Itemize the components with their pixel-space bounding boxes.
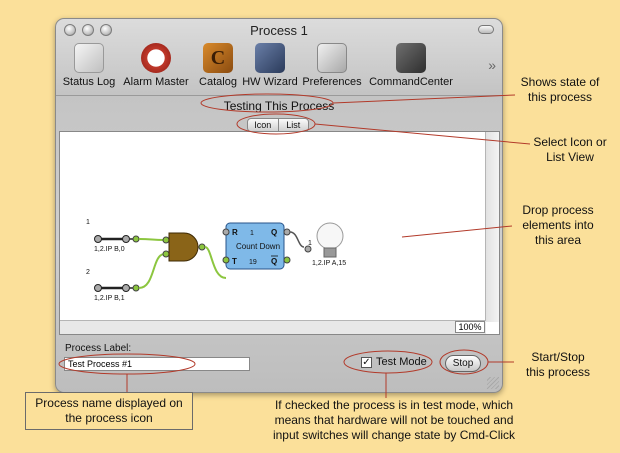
- toolbar-item-label: Preferences: [302, 76, 362, 88]
- toolbar-preferences[interactable]: Preferences: [294, 41, 370, 88]
- input-2-number: 2: [86, 269, 90, 276]
- stop-button[interactable]: Stop: [445, 355, 481, 372]
- counter-value-1: 1: [250, 230, 254, 237]
- resize-grip-icon[interactable]: [487, 377, 499, 389]
- annotation-state-line-1: Shows state of: [520, 75, 600, 89]
- view-callout-ellipse: [236, 113, 316, 135]
- input-2-left-terminal: [94, 284, 102, 292]
- process-window: Process 1 Status Log Alarm Master C Cata…: [55, 18, 503, 393]
- input-1-right-terminal: [122, 235, 130, 243]
- annotation-name-line-2: the process icon: [65, 411, 153, 425]
- horizontal-scrollbar[interactable]: [60, 320, 486, 334]
- annotation-start-line-2: this process: [525, 365, 591, 379]
- hw-wizard-icon: [255, 43, 285, 73]
- counter-qbar-label: Q: [271, 257, 277, 266]
- annotation-start-stop: Start/Stop this process: [508, 350, 608, 380]
- toolbar-catalog[interactable]: C Catalog: [180, 41, 256, 88]
- wire-counter-to-output: [289, 231, 305, 248]
- input-1-number: 1: [86, 219, 90, 226]
- toolbar-divider: [56, 95, 502, 96]
- icon-view-button[interactable]: Icon: [248, 119, 279, 131]
- process-canvas[interactable]: 1 1,2.IP B,0 2 1,2.IP B,1: [59, 131, 500, 335]
- output-number: 1: [308, 240, 312, 247]
- annotation-drop-line-3: this area: [534, 233, 582, 247]
- annotation-drop-line-2: elements into: [522, 218, 594, 232]
- toolbar-overflow-icon[interactable]: »: [488, 57, 496, 73]
- toolbar-item-label: HW Wizard: [242, 76, 298, 88]
- annotation-drop-line-1: Drop process: [522, 203, 594, 217]
- annotation-test-line-3: input switches will change state by Cmd-…: [272, 428, 516, 442]
- checkmark-icon: ✓: [361, 356, 372, 368]
- status-callout-ellipse: [200, 93, 334, 113]
- and-gate[interactable]: [168, 232, 199, 262]
- toolbar-alarm-master[interactable]: Alarm Master: [118, 41, 194, 88]
- preferences-icon: [317, 43, 347, 73]
- toolbar-item-label: Status Log: [62, 76, 116, 88]
- input-2-right-terminal: [122, 284, 130, 292]
- annotation-name-line-1: Process name displayed on: [35, 396, 183, 410]
- list-view-button[interactable]: List: [286, 120, 301, 130]
- toolbar: Status Log Alarm Master C Catalog HW Wiz…: [56, 41, 502, 93]
- annotation-state-line-2: this process: [527, 90, 593, 104]
- catalog-icon: C: [203, 43, 233, 73]
- annotation-view-line-2: List View: [546, 150, 594, 164]
- output-label: 1,2.IP A,15: [312, 260, 346, 267]
- zoom-level[interactable]: 100%: [455, 321, 485, 333]
- command-center-icon: [396, 43, 426, 73]
- counter-value-2: 19: [249, 259, 257, 266]
- annotation-test-mode: If checked the process is in test mode, …: [244, 398, 544, 443]
- annotation-view: Select Icon or List View: [524, 135, 616, 165]
- annotation-name-box: [25, 392, 193, 430]
- alarm-clock-icon: [141, 43, 171, 73]
- toolbar-toggle-button[interactable]: [478, 25, 494, 34]
- process-diagram: 1 1,2.IP B,0 2 1,2.IP B,1: [86, 219, 346, 302]
- window-title: Process 1: [250, 23, 308, 38]
- close-window-button[interactable]: [64, 24, 76, 36]
- wire-input-1: [138, 238, 165, 241]
- test-mode-label: Test Mode: [376, 356, 427, 368]
- counter-reset-label: R: [232, 228, 238, 237]
- status-log-icon: [74, 43, 104, 73]
- toolbar-hw-wizard[interactable]: HW Wizard: [232, 41, 308, 88]
- wire-gate-to-counter: [204, 246, 227, 279]
- toolbar-item-label: CommandCenter: [369, 76, 453, 88]
- process-label-caption: Process Label:: [65, 343, 132, 354]
- input-1-left-terminal: [94, 235, 102, 243]
- annotation-view-line-1: Select Icon or: [533, 135, 607, 149]
- annotation-test-line-1: If checked the process is in test mode, …: [274, 398, 514, 412]
- toolbar-item-label: Catalog: [199, 76, 237, 88]
- zoom-window-button[interactable]: [100, 24, 112, 36]
- toolbar-item-label: Alarm Master: [123, 76, 189, 88]
- stop-callout-ellipse: [439, 349, 489, 375]
- counter-q-label: Q: [271, 228, 277, 237]
- process-state-text: Testing This Process: [223, 99, 335, 113]
- count-down-block[interactable]: [225, 222, 285, 270]
- annotation-name: Process name displayed on the process ic…: [25, 396, 193, 426]
- wire-input-2: [138, 253, 165, 289]
- vertical-scrollbar[interactable]: [485, 132, 499, 322]
- input-2-label: 1,2.IP B,1: [94, 295, 125, 302]
- toolbar-status-log[interactable]: Status Log: [56, 41, 127, 88]
- input-1-label: 1,2.IP B,0: [94, 246, 125, 253]
- counter-trigger-label: T: [232, 257, 237, 266]
- counter-title: Count Down: [236, 242, 280, 251]
- test-mode-checkbox[interactable]: ✓ Test Mode: [361, 356, 427, 368]
- process-label-input[interactable]: [64, 357, 250, 371]
- testmode-callout-ellipse: [343, 350, 433, 374]
- toolbar-command-center[interactable]: CommandCenter: [366, 41, 456, 88]
- label-callout-ellipse: [58, 353, 196, 375]
- title-bar[interactable]: Process 1: [56, 19, 502, 41]
- annotation-state: Shows state of this process: [508, 75, 612, 105]
- annotation-test-line-2: means that hardware will not be touched …: [274, 413, 514, 427]
- minimize-window-button[interactable]: [82, 24, 94, 36]
- annotation-start-line-1: Start/Stop: [531, 350, 585, 364]
- annotation-drop: Drop process elements into this area: [508, 203, 608, 248]
